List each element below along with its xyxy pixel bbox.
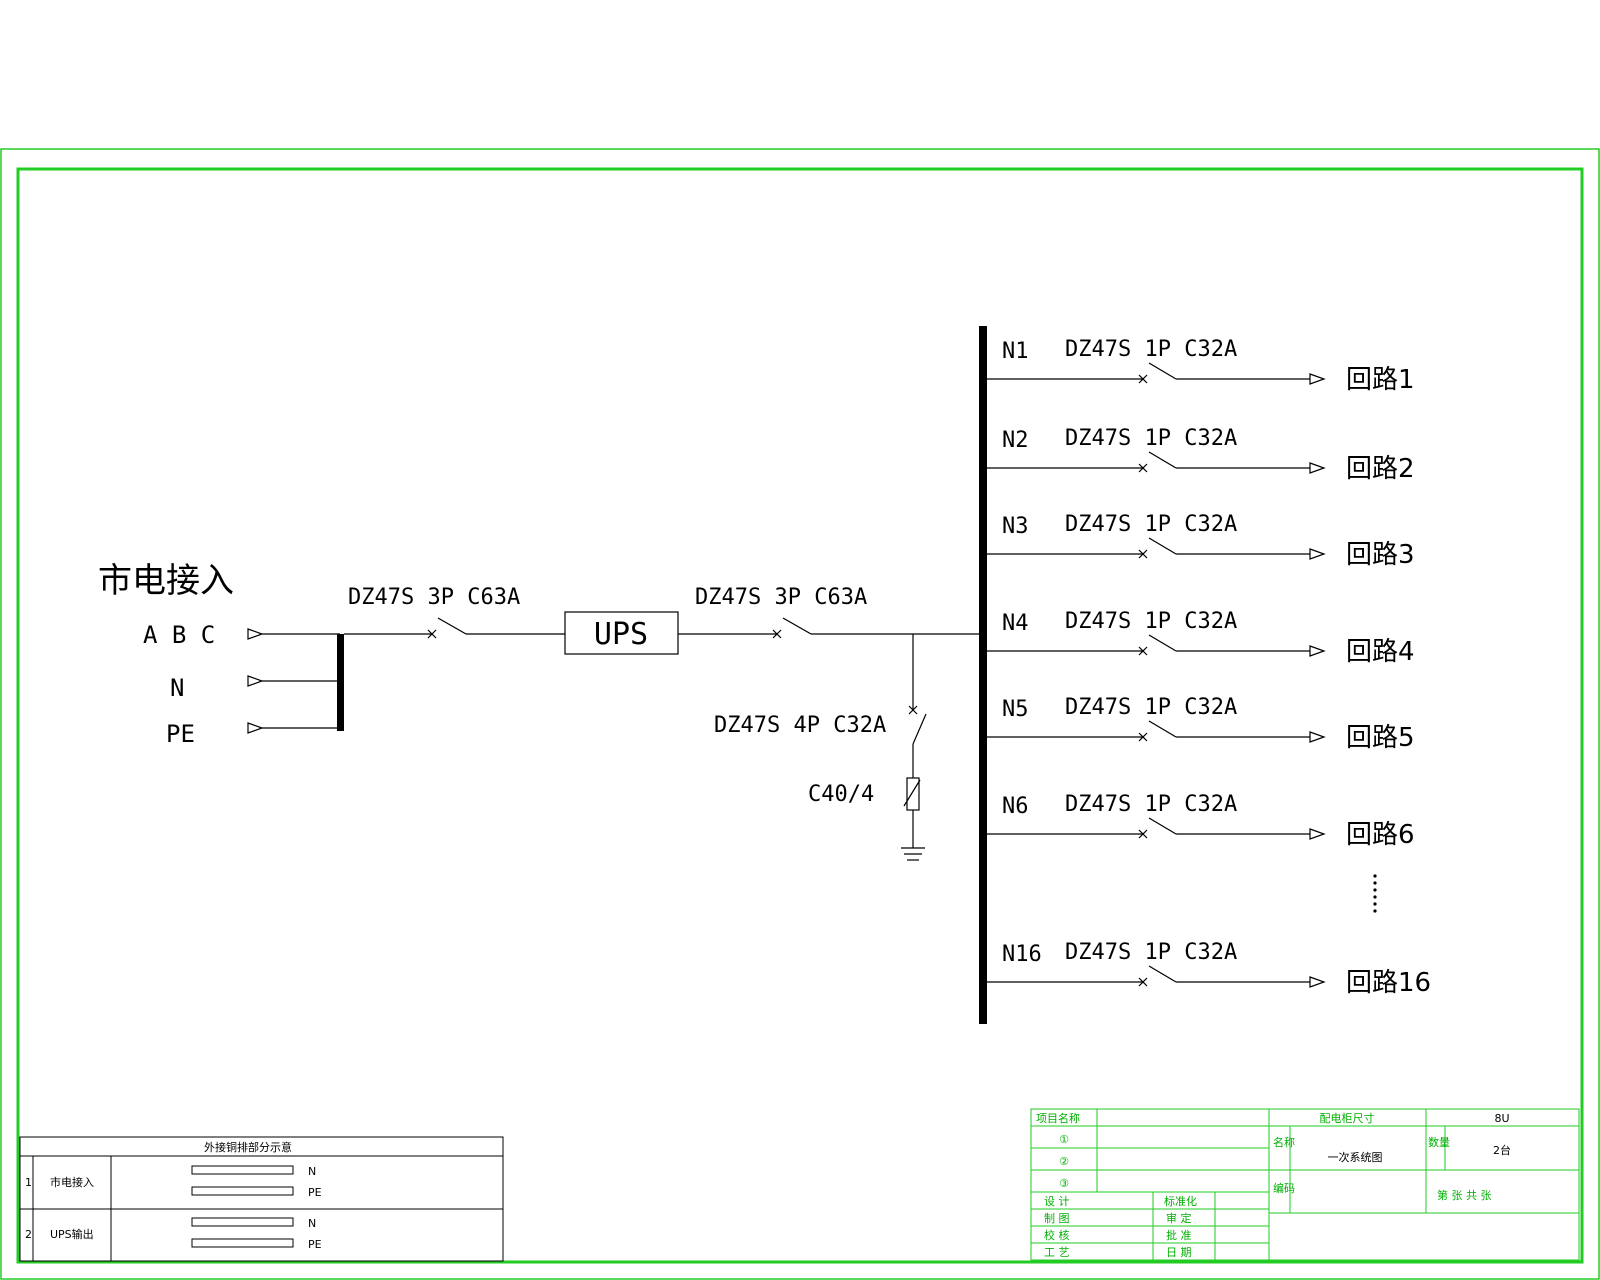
main-busbar <box>979 326 987 1024</box>
branch-breaker-label: DZ47S 1P C32A <box>1065 792 1237 817</box>
tb-qty-label: 数量 <box>1428 1136 1450 1149</box>
busbar-table: 外接铜排部分示意 1 市电接入 N PE 2 UPS输出 N PE <box>19 1136 504 1262</box>
branch-circuit-label: 回路3 <box>1346 540 1415 570</box>
branch-n16: N16 DZ47S 1P C32A 回路16 <box>987 940 1431 998</box>
branch-breaker-label: DZ47S 1P C32A <box>1065 940 1237 965</box>
branch-breaker-symbol <box>987 537 1326 560</box>
branch-breaker-symbol <box>987 634 1326 657</box>
branch-breaker-label: DZ47S 1P C32A <box>1065 512 1237 537</box>
busbar-row2-name: UPS输出 <box>50 1227 94 1241</box>
branch-n-label: N4 <box>1002 611 1029 636</box>
tb-qty-value: 2台 <box>1493 1143 1511 1157</box>
tb-design: 设 计 <box>1044 1195 1070 1208</box>
source-line-n: N <box>170 674 184 702</box>
source-busbar <box>337 634 344 731</box>
branch-n4: N4 DZ47S 1P C32A 回路4 <box>987 609 1415 667</box>
busbar-table-title: 外接铜排部分示意 <box>204 1140 292 1154</box>
ellipsis-dots <box>1373 874 1377 913</box>
branch-n5: N5 DZ47S 1P C32A 回路5 <box>987 695 1415 753</box>
tb-sheet: 第 张 共 张 <box>1437 1188 1492 1202</box>
tb-code-label: 编码 <box>1273 1181 1295 1195</box>
branch-n-label: N16 <box>1002 942 1042 967</box>
tb-date: 日 期 <box>1166 1246 1192 1259</box>
spd-arrester-label: C40/4 <box>808 782 874 807</box>
busbar-row2-no: 2 <box>25 1228 32 1241</box>
tb-circle3: ③ <box>1059 1177 1069 1190</box>
tb-name-label: 名称 <box>1273 1135 1295 1149</box>
tb-circle1: ① <box>1059 1133 1069 1146</box>
busbar-row2-bar-pe: PE <box>308 1238 322 1251</box>
busbar-row2-bar-n: N <box>308 1217 316 1230</box>
tb-review: 审 定 <box>1166 1211 1192 1225</box>
branch-n-label: N5 <box>1002 697 1029 722</box>
busbar-row1-bar-pe: PE <box>308 1186 322 1199</box>
ups-label: UPS <box>594 617 648 652</box>
busbar-row1-bar-n: N <box>308 1165 316 1178</box>
source-terminals <box>247 628 340 734</box>
branch-breaker-symbol <box>987 720 1326 743</box>
ups-out-breaker-label: DZ47S 3P C63A <box>695 585 867 610</box>
source-line-pe: PE <box>166 720 195 748</box>
source-line-abc: A B C <box>143 621 215 649</box>
branch-breaker-symbol <box>987 817 1326 840</box>
ups-out-breaker-symbol <box>678 617 980 639</box>
branch-breaker-symbol <box>987 362 1326 385</box>
branch-circuit-label: 回路2 <box>1346 454 1415 484</box>
main-breaker-symbol <box>344 617 565 639</box>
branch-n2: N2 DZ47S 1P C32A 回路2 <box>987 426 1415 484</box>
tb-check: 校 核 <box>1044 1228 1070 1242</box>
source-title: 市电接入 <box>98 561 234 601</box>
tb-name-value: 一次系统图 <box>1328 1150 1383 1164</box>
branch-circuit-label: 回路16 <box>1346 968 1431 998</box>
spd-breaker-label: DZ47S 4P C32A <box>714 713 886 738</box>
title-block <box>1030 1108 1580 1261</box>
branch-n-label: N3 <box>1002 514 1029 539</box>
busbar-row1-no: 1 <box>25 1176 32 1189</box>
tb-approve: 批 准 <box>1166 1228 1192 1242</box>
tb-circle2: ② <box>1059 1155 1069 1168</box>
tb-process: 工 艺 <box>1044 1246 1070 1259</box>
branch-circuit-label: 回路1 <box>1346 365 1415 395</box>
inner-frame <box>16 167 1584 1264</box>
branch-breaker-label: DZ47S 1P C32A <box>1065 609 1237 634</box>
spd-branch <box>901 634 927 861</box>
branch-circuit-label: 回路5 <box>1346 723 1415 753</box>
branch-breaker-label: DZ47S 1P C32A <box>1065 695 1237 720</box>
branch-breaker-symbol <box>987 965 1326 988</box>
branch-n3: N3 DZ47S 1P C32A 回路3 <box>987 512 1415 570</box>
branch-breaker-symbol <box>987 451 1326 474</box>
branch-n1: N1 DZ47S 1P C32A 回路1 <box>987 337 1415 395</box>
main-breaker-label: DZ47S 3P C63A <box>348 585 520 610</box>
tb-draw: 制 图 <box>1044 1212 1070 1225</box>
branch-n-label: N1 <box>1002 339 1029 364</box>
tb-size-value: 8U <box>1494 1112 1509 1125</box>
busbar-row1-name: 市电接入 <box>50 1175 94 1189</box>
branch-n-label: N6 <box>1002 794 1029 819</box>
branch-breaker-label: DZ47S 1P C32A <box>1065 337 1237 362</box>
branch-circuit-label: 回路6 <box>1346 820 1415 850</box>
outer-frame <box>0 148 1600 1280</box>
tb-project-label: 项目名称 <box>1036 1111 1080 1125</box>
branch-n-label: N2 <box>1002 428 1029 453</box>
branch-circuit-label: 回路4 <box>1346 637 1415 667</box>
tb-standard: 标准化 <box>1164 1194 1197 1208</box>
branch-n6: N6 DZ47S 1P C32A 回路6 <box>987 792 1415 850</box>
branch-breaker-label: DZ47S 1P C32A <box>1065 426 1237 451</box>
tb-size-label: 配电柜尺寸 <box>1320 1111 1375 1125</box>
ups-box <box>564 611 679 655</box>
